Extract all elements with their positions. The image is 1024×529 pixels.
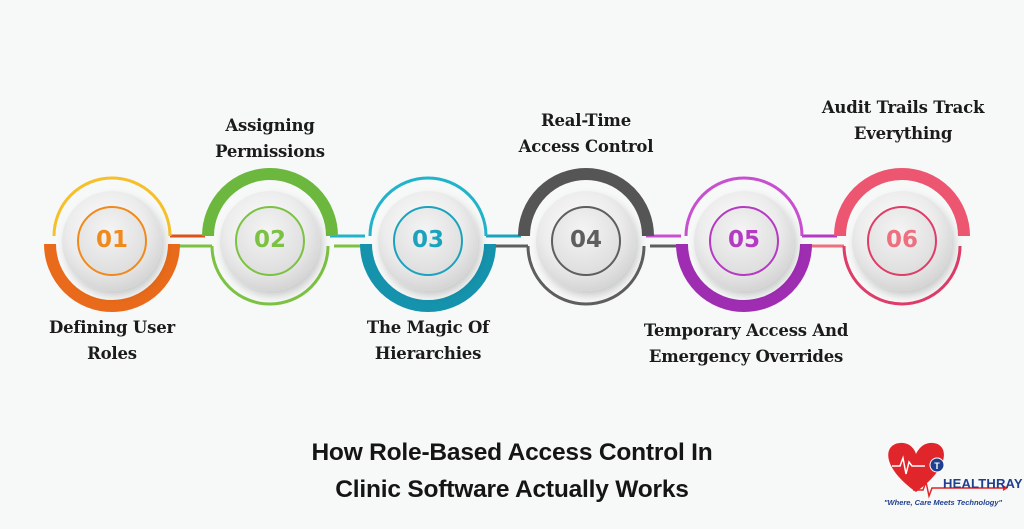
step-05-label-line1: Temporary Access And [643, 321, 849, 340]
logo-brand-name: HEALTHRAY [943, 476, 1023, 491]
step-02-number: 02 [253, 227, 286, 253]
page-title: How Role-Based Access Control In Clinic … [212, 434, 812, 508]
step-02-circle [202, 168, 338, 306]
step-04-label-line2: Access Control [518, 137, 654, 156]
connector-05-06 [802, 234, 844, 248]
step-06-label-line2: Everything [853, 124, 953, 143]
step-01-label: Defining User Roles [22, 315, 202, 367]
step-02-label-line1: Assigning [225, 116, 315, 135]
step-04-label-line1: Real-Time [541, 111, 631, 130]
page-title-line2: Clinic Software Actually Works [335, 476, 689, 503]
step-01-label-line1: Defining User [49, 318, 175, 337]
step-01-number: 01 [95, 227, 128, 253]
step-01-circle [44, 176, 180, 312]
step-02-label: Assigning Permissions [180, 113, 360, 165]
step-05-label: Temporary Access And Emergency Overrides [626, 318, 866, 370]
step-03-number: 03 [411, 227, 444, 253]
step-01-label-line2: Roles [87, 344, 137, 363]
step-06-circle [834, 168, 970, 306]
step-06-label-line1: Audit Trails Track [821, 98, 985, 117]
connector-01-02 [170, 234, 212, 248]
healthray-logo-icon: T [888, 442, 1008, 499]
step-04-label: Real-Time Access Control [496, 108, 676, 160]
step-04-circle [518, 168, 654, 306]
connector-03-04 [486, 234, 528, 248]
logo-tagline: "Where, Care Meets Technology" [884, 498, 1003, 507]
page-title-line1: How Role-Based Access Control In [311, 439, 713, 466]
step-05-circle [676, 176, 812, 312]
step-06-label: Audit Trails Track Everything [793, 95, 1013, 147]
step-02-label-line2: Permissions [215, 142, 325, 161]
step-05-label-line2: Emergency Overrides [648, 347, 844, 366]
svg-text:T: T [934, 461, 940, 471]
step-06-number: 06 [885, 227, 918, 253]
step-03-label: The Magic Of Hierarchies [338, 315, 518, 367]
step-03-label-line2: Hierarchies [374, 344, 482, 363]
step-04-number: 04 [569, 227, 602, 253]
step-05-number: 05 [727, 227, 760, 253]
step-03-label-line1: The Magic Of [366, 318, 490, 337]
step-03-circle [360, 176, 496, 312]
